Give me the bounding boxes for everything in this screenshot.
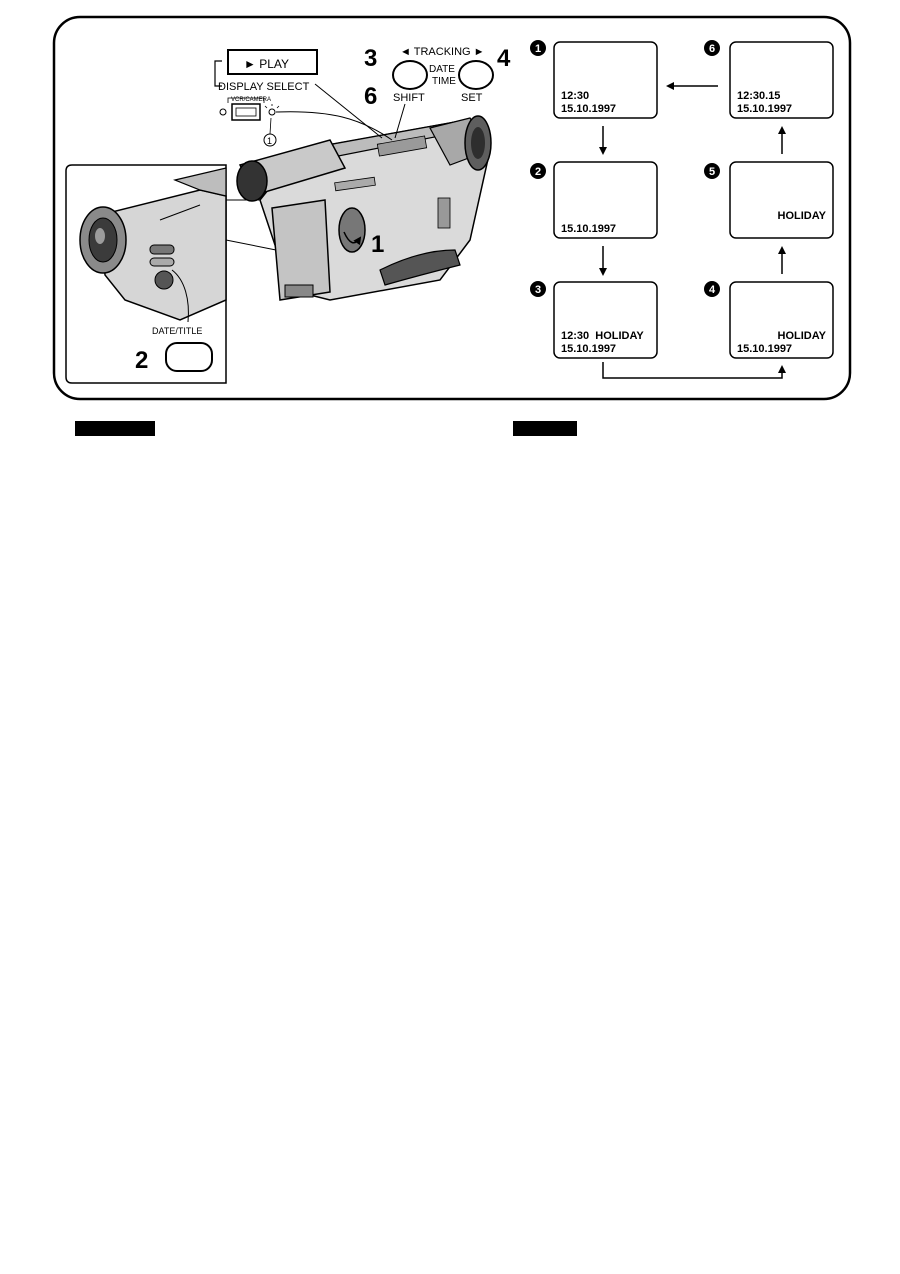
screen-1-line-1: 12:30 (561, 90, 589, 102)
screen-badge-2 (530, 163, 546, 179)
vcr-camera-control: VCR/CAMERA 1 (219, 97, 393, 147)
play-button[interactable] (227, 49, 318, 75)
arrow-3-to-4 (602, 362, 786, 379)
screen-3-line-1: 12:30 HOLIDAY (561, 330, 644, 342)
badge-number-5: 5 (709, 166, 715, 178)
screen-badge-6 (704, 40, 720, 56)
screen-6-line-2: 15.10.1997 (737, 103, 792, 115)
tracking-controls: 3 ◄ TRACKING ► 4 DATE TIME 6 SHIFT SET (364, 45, 511, 139)
side-detail-inset: DATE/TITLE 2 (65, 164, 227, 384)
display-screen-6: 6 12:30.15 15.10.1997 (704, 40, 834, 119)
shift-button[interactable] (392, 60, 428, 90)
section-header-bar-right (513, 421, 577, 436)
screen-5-line-1: HOLIDAY (778, 210, 827, 222)
step-6-number: 6 (364, 83, 377, 110)
display-screen-2: 2 15.10.1997 (530, 161, 658, 239)
display-screen-5: 5 HOLIDAY (704, 161, 834, 239)
step-3-number: 3 (364, 45, 377, 72)
tracking-label: ◄ TRACKING ► (400, 46, 485, 58)
display-select-label: DISPLAY SELECT (218, 81, 310, 93)
badge-number-6: 6 (709, 43, 715, 55)
screen-3-line-2: 15.10.1997 (561, 343, 616, 355)
date-title-label: DATE/TITLE (152, 326, 202, 336)
vcr-camera-label: VCR/CAMERA (231, 97, 271, 103)
set-label: SET (461, 92, 483, 104)
step-1-number: 1 (371, 231, 384, 258)
screen-4-line-1: HOLIDAY (778, 330, 827, 342)
section-header-bar-left (75, 421, 155, 436)
callout-number: 1 (267, 136, 272, 146)
date-title-button[interactable] (165, 342, 213, 372)
step-2-number: 2 (135, 347, 148, 374)
display-screen-3: 3 12:30 HOLIDAY 15.10.1997 (530, 281, 658, 359)
screen-badge-3 (530, 281, 546, 297)
viewfinder-eyecup (236, 160, 268, 202)
badge-number-2: 2 (535, 166, 541, 178)
screen-6-line-1: 12:30.15 (737, 90, 780, 102)
display-screen-4: 4 HOLIDAY 15.10.1997 (704, 281, 834, 359)
badge-number-4: 4 (709, 284, 716, 296)
set-button[interactable] (458, 60, 494, 90)
indicator-light-icon (268, 108, 276, 116)
display-screen-1: 1 12:30 15.10.1997 (530, 40, 658, 119)
screen-1-line-2: 15.10.1997 (561, 103, 616, 115)
date-time-label-line2: TIME (432, 76, 456, 87)
shift-label: SHIFT (393, 92, 425, 104)
screen-badge-5 (704, 163, 720, 179)
play-control: ► PLAY DISPLAY SELECT (214, 49, 383, 139)
date-time-label: DATE (429, 64, 455, 75)
badge-number-1: 1 (535, 43, 541, 55)
screen-2-line-2: 15.10.1997 (561, 223, 616, 235)
camcorder-illustration (236, 115, 492, 301)
power-indicator-lamp (219, 108, 227, 116)
screen-4-line-2: 15.10.1997 (737, 343, 792, 355)
badge-number-3: 3 (535, 284, 541, 296)
sequence-arrows (599, 82, 786, 379)
step-4-number: 4 (497, 45, 511, 72)
screen-badge-4 (704, 281, 720, 297)
screen-badge-1 (530, 40, 546, 56)
play-label: ► PLAY (244, 57, 289, 71)
